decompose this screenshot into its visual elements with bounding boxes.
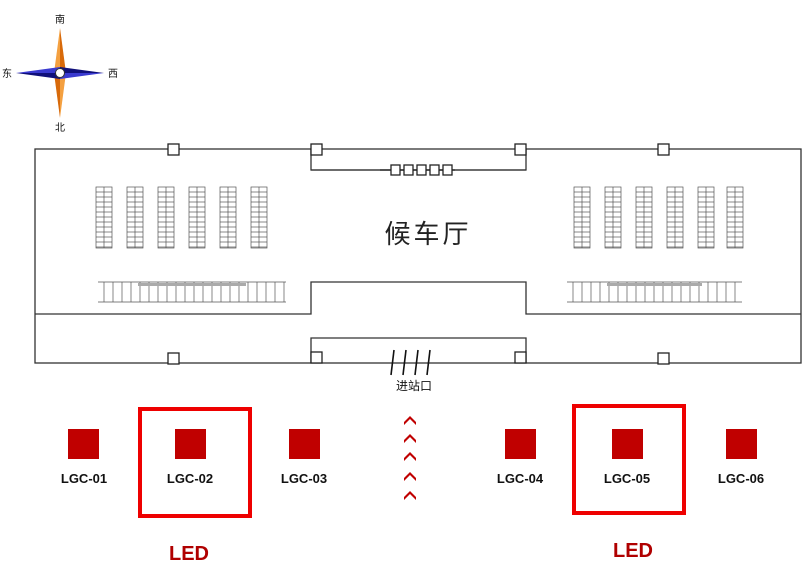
screen-marker bbox=[505, 429, 536, 459]
top-gates bbox=[380, 164, 455, 176]
compass-east-arm-top bbox=[60, 67, 104, 73]
gate-box bbox=[416, 164, 427, 176]
screen-lgc-01: LGC-01 bbox=[61, 429, 107, 486]
compass-label-north: 北 bbox=[55, 122, 65, 134]
compass-label-east: 东 bbox=[2, 67, 12, 80]
screen-label: LGC-02 bbox=[167, 471, 213, 486]
seat-row bbox=[726, 186, 744, 249]
screen-marker bbox=[289, 429, 320, 459]
compass-rose: 南 东 西 北 bbox=[2, 13, 118, 134]
screen-marker bbox=[726, 429, 757, 459]
screens: LGC-01 LGC-02 LGC-03 LGC-04 LGC-05 LGC-06 bbox=[61, 429, 764, 486]
gate-box bbox=[442, 164, 453, 176]
compass-north-arm-left bbox=[54, 28, 60, 73]
gate-box bbox=[429, 164, 440, 176]
screen-label: LGC-06 bbox=[718, 471, 764, 486]
screen-lgc-03: LGC-03 bbox=[281, 429, 327, 486]
compass-center bbox=[55, 68, 65, 78]
seat-row bbox=[250, 186, 268, 249]
led-highlight-box bbox=[572, 404, 686, 515]
pillar bbox=[514, 143, 527, 156]
pillars bbox=[167, 143, 670, 365]
led-label: LED bbox=[613, 540, 653, 562]
seat-row bbox=[188, 186, 206, 249]
compass-label-west: 西 bbox=[108, 69, 118, 80]
chevron-up-icon bbox=[404, 434, 416, 443]
compass-west-arm-bottom bbox=[16, 73, 60, 79]
pillar bbox=[657, 352, 670, 365]
entrance-turnstiles bbox=[390, 349, 431, 376]
entrance-label: 进站口 bbox=[396, 379, 432, 393]
hall-entrance-recess bbox=[310, 337, 527, 363]
waiting-hall-floorplan bbox=[34, 148, 802, 364]
seat-row bbox=[604, 186, 622, 249]
seat-row bbox=[635, 186, 653, 249]
turnstile-line bbox=[390, 349, 395, 376]
seat-row bbox=[219, 186, 237, 249]
seat-row bbox=[126, 186, 144, 249]
compass-north-arm-right bbox=[60, 28, 66, 73]
pillar bbox=[657, 143, 670, 156]
screen-lgc-05: LGC-05 bbox=[604, 429, 650, 486]
pillar bbox=[310, 351, 323, 364]
screen-label: LGC-03 bbox=[281, 471, 327, 486]
counters bbox=[98, 281, 742, 303]
hall-outer-wall bbox=[34, 148, 802, 364]
screen-marker bbox=[175, 429, 206, 459]
turnstile-line bbox=[426, 349, 431, 376]
led-label: LED bbox=[169, 543, 209, 565]
screen-label: LGC-01 bbox=[61, 471, 107, 486]
screen-lgc-04: LGC-04 bbox=[497, 429, 544, 486]
seat-row bbox=[95, 186, 113, 249]
led-highlight-box bbox=[138, 407, 252, 518]
gate-box bbox=[390, 164, 401, 176]
hall-title: 候车厅 bbox=[384, 220, 471, 250]
screen-marker bbox=[612, 429, 643, 459]
seat-row bbox=[697, 186, 715, 249]
seat-rows bbox=[95, 186, 744, 249]
pillar bbox=[514, 351, 527, 364]
compass-west-arm-top bbox=[16, 67, 60, 73]
chevron-up-icon bbox=[404, 452, 416, 461]
chevron-up-icon bbox=[404, 472, 416, 481]
screen-label: LGC-05 bbox=[604, 471, 650, 486]
pillar bbox=[310, 143, 323, 156]
chevron-up-icon bbox=[404, 491, 416, 500]
counter bbox=[567, 281, 742, 303]
chevron-up-icon bbox=[404, 416, 416, 425]
seat-row bbox=[573, 186, 591, 249]
hall-inner-partition bbox=[35, 281, 801, 315]
screen-marker bbox=[68, 429, 99, 459]
screen-lgc-02: LGC-02 bbox=[167, 429, 213, 486]
seat-row bbox=[157, 186, 175, 249]
direction-chevrons bbox=[404, 416, 416, 500]
screen-label: LGC-04 bbox=[497, 471, 544, 486]
compass-south-arm-right bbox=[60, 73, 66, 118]
screen-lgc-06: LGC-06 bbox=[718, 429, 764, 486]
counter bbox=[98, 281, 286, 303]
compass-label-south: 南 bbox=[55, 13, 65, 26]
pillar bbox=[167, 352, 180, 365]
turnstile-line bbox=[402, 349, 407, 376]
gate-box bbox=[403, 164, 414, 176]
turnstile-line bbox=[414, 349, 419, 376]
compass-south-arm-left bbox=[54, 73, 60, 118]
seat-row bbox=[666, 186, 684, 249]
compass-east-arm-bottom bbox=[60, 73, 104, 79]
pillar bbox=[167, 143, 180, 156]
